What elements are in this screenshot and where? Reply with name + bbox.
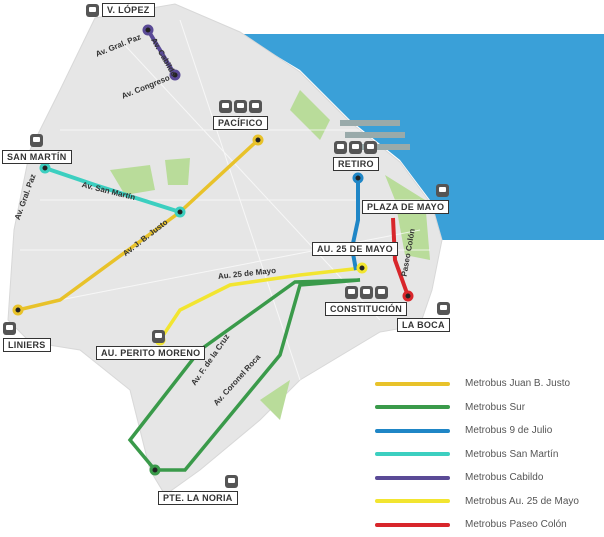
route-san-martin [44, 166, 181, 214]
bus-icon [224, 475, 238, 488]
bus-icon [436, 184, 450, 197]
river-water [240, 34, 604, 240]
station-constitucion[interactable]: CONSTITUCIÓN [325, 286, 408, 316]
legend-item-cabildo: Metrobus Cabildo [375, 466, 579, 490]
bus-icon [3, 322, 16, 335]
station-plaza-de-mayo[interactable]: PLAZA DE MAYO [362, 184, 450, 214]
legend-item-9-de-julio: Metrobus 9 de Julio [375, 419, 579, 443]
legend-swatch [375, 381, 450, 386]
legend-item-paseo-colon: Metrobus Paseo Colón [375, 513, 579, 537]
station-pacifico[interactable]: PACÍFICO [213, 100, 268, 130]
station-au-25-de-mayo[interactable]: AU. 25 DE MAYO [312, 242, 398, 256]
bus-icon [364, 141, 378, 154]
bus-icon [86, 3, 99, 17]
bus-icon [152, 330, 165, 343]
route-sur [127, 278, 361, 472]
legend-swatch [375, 452, 450, 457]
bus-icon [248, 100, 262, 113]
route-9-de-julio [349, 178, 360, 271]
route-juan-b-justo [17, 138, 260, 312]
legend-swatch [375, 428, 450, 433]
station-san-martin[interactable]: SAN MARTÍN [2, 134, 72, 164]
legend-item-san-martin: Metrobus San Martín [375, 443, 579, 467]
subway-icon [233, 100, 247, 113]
train-icon [344, 286, 358, 299]
parks [110, 90, 430, 420]
legend-swatch [375, 475, 450, 480]
subway-icon [349, 141, 363, 154]
legend: Metrobus Juan B. Justo Metrobus Sur Metr… [375, 372, 579, 537]
legend-item-juan-b-justo: Metrobus Juan B. Justo [375, 372, 579, 396]
bus-icon [436, 302, 450, 315]
city-map [7, 3, 604, 496]
legend-swatch [375, 405, 450, 410]
bus-icon [30, 134, 44, 147]
station-pte-la-noria[interactable]: PTE. LA NORIA [158, 475, 238, 505]
route-paseo-colon [391, 217, 410, 297]
port-docks [340, 120, 410, 150]
station-liniers[interactable]: LINIERS [3, 322, 51, 352]
station-v-lopez[interactable]: V. LÓPEZ [86, 3, 155, 17]
station-au-perito-moreno[interactable]: AU. PERITO MORENO [96, 330, 206, 360]
bus-icon [374, 286, 388, 299]
station-retiro[interactable]: RETIRO [333, 141, 379, 171]
legend-item-au-25: Metrobus Au. 25 de Mayo [375, 490, 579, 514]
train-icon [218, 100, 232, 113]
station-la-boca[interactable]: LA BOCA [397, 302, 450, 332]
legend-swatch [375, 499, 450, 504]
train-icon [334, 141, 348, 154]
route-au-25 [158, 266, 363, 341]
route-cabildo [146, 28, 177, 77]
legend-item-sur: Metrobus Sur [375, 396, 579, 420]
legend-swatch [375, 522, 450, 527]
subway-icon [359, 286, 373, 299]
